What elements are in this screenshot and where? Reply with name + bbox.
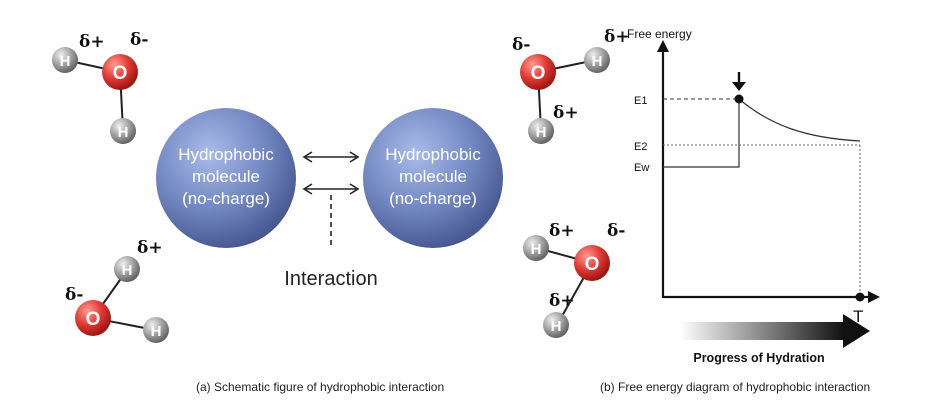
x-axis-arrowhead	[868, 291, 880, 303]
level-label-e1: E1	[634, 95, 647, 107]
hydrophobic-molecule-left: Hydrophobic molecule (no-charge)	[156, 108, 296, 248]
molecule-label-line3: (no-charge)	[389, 189, 477, 208]
oxygen-label: O	[113, 63, 128, 84]
oxygen-atom	[574, 245, 610, 281]
hydrogen-label: H	[592, 53, 603, 70]
hydrogen-label: H	[151, 323, 162, 340]
partial-charge-negative: δ-	[512, 35, 530, 55]
hydrogen-atom	[143, 317, 169, 343]
y-axis-arrowhead	[657, 40, 669, 52]
oxygen-atom	[520, 54, 556, 90]
t-marker	[855, 292, 865, 302]
hydrogen-atom	[528, 118, 554, 144]
progress-arrow-bar	[680, 322, 844, 340]
hydrogen-atom	[543, 312, 569, 338]
arrow-head	[349, 183, 360, 195]
sphere	[156, 108, 296, 248]
interaction-arrows	[302, 151, 360, 248]
hydrogen-label: H	[122, 262, 133, 279]
oxygen-atom	[75, 300, 111, 336]
partial-charge-positive: δ+	[549, 291, 575, 311]
oxygen-label: O	[531, 63, 546, 84]
partial-charge-positive: δ+	[79, 32, 105, 52]
hydrogen-label: H	[60, 53, 71, 70]
hydrogen-atom	[110, 118, 136, 144]
down-arrow-icon	[732, 82, 746, 91]
partial-charge-negative: δ-	[130, 30, 148, 50]
hydrogen-atom	[584, 47, 610, 73]
partial-charge-positive: δ+	[553, 103, 579, 123]
interaction-label: Interaction	[284, 268, 377, 290]
arrow-head	[302, 151, 313, 163]
hydrogen-atom	[114, 256, 140, 282]
x-axis-end-label: T	[853, 307, 863, 326]
y-axis-label: Free energy	[627, 27, 692, 41]
water-molecule: O H H δ- δ+ δ+	[512, 27, 630, 144]
molecule-label-line3: (no-charge)	[182, 189, 270, 208]
sphere	[363, 108, 503, 248]
partial-charge-negative: δ-	[65, 285, 83, 305]
oxygen-label: O	[585, 254, 600, 275]
e1-marker	[734, 94, 744, 104]
molecule-label-line2: molecule	[192, 167, 260, 186]
water-molecule: O H H δ+ δ-	[65, 238, 169, 343]
free-energy-diagram: Free energy E1 E2 Ew T Progress of Hydra…	[627, 27, 880, 365]
partial-charge-negative: δ-	[607, 221, 625, 241]
molecule-label-line1: Hydrophobic	[178, 145, 274, 164]
molecule-label-line2: molecule	[399, 167, 467, 186]
oxygen-label: O	[86, 309, 101, 330]
progress-label: Progress of Hydration	[693, 351, 824, 365]
hydrogen-label: H	[531, 241, 542, 258]
arrow-head	[349, 151, 360, 163]
water-molecule: O H H δ+ δ- δ+	[523, 221, 625, 338]
level-label-ew: Ew	[634, 162, 649, 174]
molecule-label-line1: Hydrophobic	[385, 145, 481, 164]
partial-charge-positive: δ+	[604, 27, 630, 47]
energy-step-line	[663, 99, 740, 168]
oxygen-atom	[102, 54, 138, 90]
caption-b: (b) Free energy diagram of hydrophobic i…	[600, 380, 871, 394]
hydrophobic-molecule-right: Hydrophobic molecule (no-charge)	[363, 108, 503, 248]
hydrogen-label: H	[118, 124, 129, 141]
caption-a: (a) Schematic figure of hydrophobic inte…	[196, 380, 445, 394]
hydrogen-atom	[523, 235, 549, 261]
hydrogen-label: H	[551, 318, 562, 335]
partial-charge-positive: δ+	[137, 238, 163, 258]
arrow-head	[302, 183, 313, 195]
hydrogen-atom	[52, 47, 78, 73]
water-molecule: O H H δ+ δ-	[52, 30, 148, 144]
progress-arrow-head	[843, 314, 870, 348]
energy-decay-curve	[738, 98, 861, 142]
hydrogen-label: H	[536, 124, 547, 141]
partial-charge-positive: δ+	[549, 221, 575, 241]
level-label-e2: E2	[634, 141, 647, 153]
